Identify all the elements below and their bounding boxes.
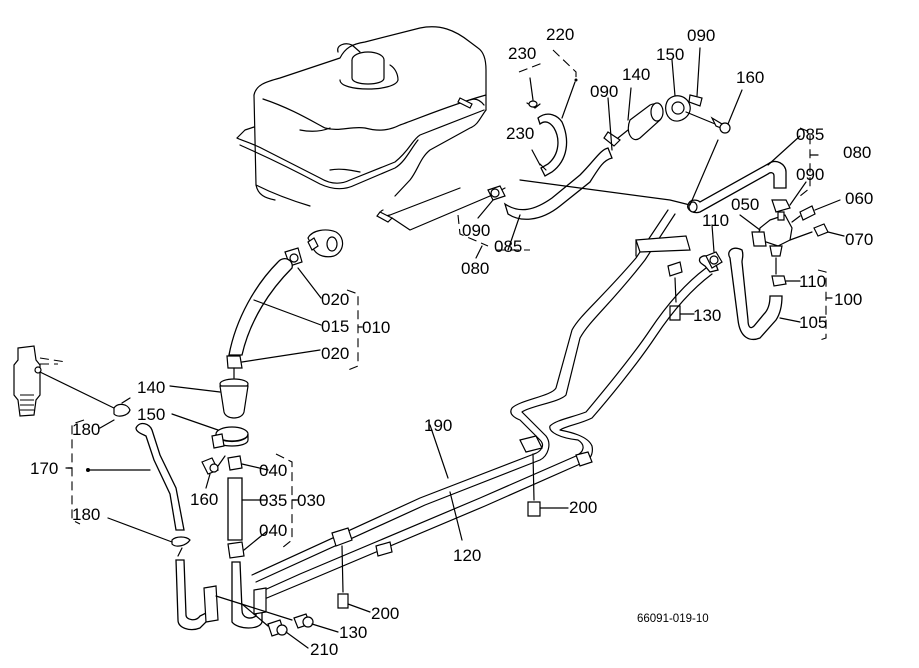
callout-120: 120 [453,546,481,565]
callout-010: 010 [362,318,390,337]
callout-160-top: 160 [736,68,764,87]
callout-140-top: 140 [622,65,650,84]
callout-100: 100 [834,290,862,309]
callout-labels: 220 230 230 090 140 150 090 160 085 080 … [30,25,873,659]
callout-080-mid: 080 [461,259,489,278]
callout-200-right: 200 [569,498,597,517]
drawing-code: 66091-019-10 [637,613,709,625]
callout-105: 105 [799,313,827,332]
callout-220: 220 [546,25,574,44]
callout-200-bot: 200 [371,604,399,623]
return-hose-assembly-220 [518,49,578,177]
callout-180-bot: 180 [72,505,100,524]
callout-030: 030 [297,491,325,510]
callout-090-b: 090 [687,26,715,45]
fuel-pipe-right [667,224,723,321]
callout-085-right: 085 [796,125,824,144]
callout-090-right: 090 [796,165,824,184]
fuel-filter-lower [169,367,299,629]
callout-230-top: 230 [508,44,536,63]
bottom-fasteners [215,595,339,649]
callout-040-top: 040 [259,461,287,480]
callout-090-a: 090 [590,82,618,101]
fuel-pipes-main [251,209,713,613]
callout-085-mid: 085 [494,237,522,256]
callout-210: 210 [310,640,338,659]
callout-180-top: 180 [72,420,100,439]
fuel-tank [236,26,506,231]
callout-060: 060 [845,189,873,208]
injector-leak-off-assembly [13,345,219,631]
callout-080-right: 080 [843,143,871,162]
callout-230-mid: 230 [506,124,534,143]
callout-035: 035 [259,491,287,510]
leak-off-hose-mid [457,185,530,259]
callout-170: 170 [30,459,58,478]
callout-050: 050 [731,195,759,214]
callout-090-mid: 090 [462,221,490,240]
callout-070: 070 [845,230,873,249]
callout-130-bot: 130 [339,623,367,642]
callout-140-left: 140 [137,378,165,397]
callout-130-right: 130 [693,306,721,325]
callout-150-left: 150 [137,405,165,424]
callout-020-bot: 020 [321,344,349,363]
callout-040-bot: 040 [259,521,287,540]
callout-110-left: 110 [702,211,729,230]
assembly-bracket-ticks [67,467,297,501]
fuel-pump-assembly [687,127,845,341]
callout-015: 015 [321,317,349,336]
callout-190: 190 [424,416,452,435]
fuel-filter-upper [503,47,743,220]
fuel-hose-assembly-010 [226,229,363,371]
callout-160-left: 160 [190,490,218,509]
callout-150-top: 150 [656,45,684,64]
callout-110-right: 110 [799,272,826,291]
callout-020-top: 020 [321,290,349,309]
